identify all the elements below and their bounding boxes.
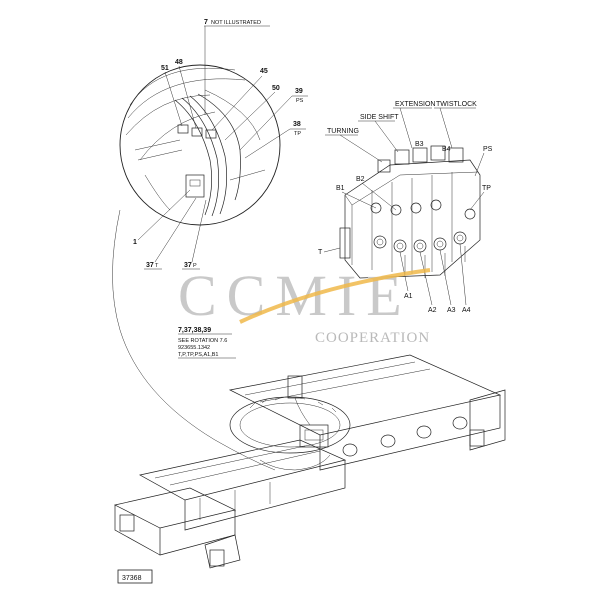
callout-7: 7 (204, 19, 208, 26)
note-line-3: T,P,TP,PS,A1,B1 (178, 352, 218, 358)
callout-38-sub: TP (294, 131, 301, 137)
callout-37-t: 37 (146, 262, 154, 269)
detail-circle-view (119, 64, 281, 226)
callout-1: 1 (133, 239, 137, 246)
callout-7-text: NOT ILLUSTRATED (211, 20, 261, 26)
note-line-1: SEE ROTATION 7.6 (178, 338, 227, 344)
callout-37-p-sub: P (193, 263, 197, 269)
label-twistlock: TWISTLOCK (436, 101, 477, 108)
watermark-brand: CCMIE (178, 263, 412, 328)
callout-38: 38 (293, 121, 301, 128)
label-b4: B4 (442, 146, 451, 153)
label-tp: TP (482, 185, 491, 192)
callout-37-p: 37 (184, 262, 192, 269)
note-line-2: 923655.1342 (178, 345, 210, 351)
label-a4: A4 (462, 307, 471, 314)
label-a1: A1 (404, 293, 413, 300)
callout-39: 39 (295, 88, 303, 95)
callout-50: 50 (272, 85, 280, 92)
label-a2: A2 (428, 307, 437, 314)
label-b2: B2 (356, 176, 365, 183)
control-valve-block (339, 145, 481, 279)
valve-labels: EXTENSION TWISTLOCK SIDE SHIFT TURNING B… (318, 101, 493, 314)
callout-48: 48 (175, 59, 183, 66)
watermark: CCMIE COOPERATION (178, 263, 431, 346)
label-extension: EXTENSION (395, 101, 435, 108)
figure-number-box: 37368 (117, 569, 153, 584)
label-b3: B3 (415, 141, 424, 148)
label-side-shift: SIDE SHIFT (360, 114, 399, 121)
callout-39-sub: PS (296, 98, 304, 104)
label-ps: PS (483, 146, 493, 153)
label-t: T (318, 249, 323, 256)
watermark-swoosh (239, 268, 431, 324)
watermark-subtitle: COOPERATION (315, 330, 430, 346)
label-b1: B1 (336, 185, 345, 192)
label-a3: A3 (447, 307, 456, 314)
figure-number: 37368 (122, 575, 142, 582)
machine-chassis (113, 354, 506, 569)
callout-45: 45 (260, 68, 268, 75)
callout-51: 51 (161, 65, 169, 72)
reference-note: 7,37,38,39 SEE ROTATION 7.6 923655.1342 … (178, 327, 236, 359)
callout-37-t-sub: T (155, 263, 159, 269)
callouts-detail: 7 NOT ILLUSTRATED 51 48 45 50 39 PS 38 T… (133, 19, 308, 270)
label-turning: TURNING (327, 128, 359, 135)
note-title: 7,37,38,39 (178, 327, 211, 334)
